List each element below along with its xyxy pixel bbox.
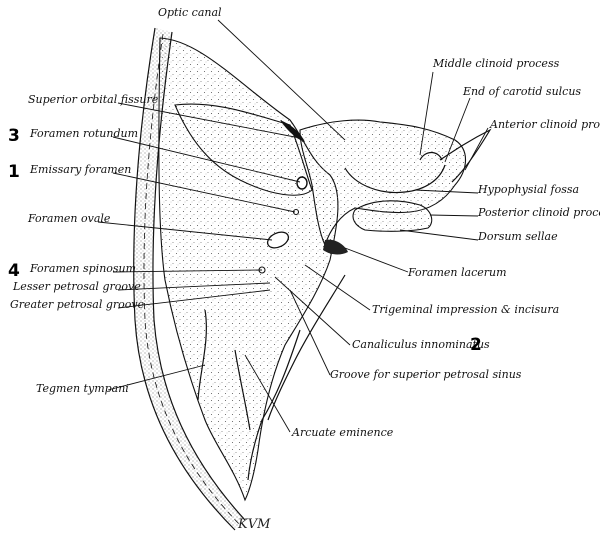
anterior-clinoid: [439, 128, 492, 183]
calvarial-band-fill: [133, 28, 245, 530]
label-foramen-lacerum: Foramen lacerum: [407, 266, 507, 279]
label-foramen-rotundum: Foramen rotundum: [29, 127, 138, 140]
label-greater-petrosal-groove: Greater petrosal groove: [10, 298, 145, 311]
label-end-of-carotid-sulcus: End of carotid sulcus: [462, 85, 581, 98]
label-foramen-spinosum: Foramen spinosum: [29, 262, 136, 275]
label-lesser-petrosal-groove: Lesser petrosal groove: [12, 280, 141, 293]
number-4: 4: [8, 261, 20, 281]
calvarial-dashed: [143, 33, 241, 526]
label-middle-clinoid-process: Middle clinoid process: [432, 57, 560, 70]
label-foramen-ovale: Foramen ovale: [27, 212, 111, 225]
number-2: 2: [470, 335, 482, 355]
foramen-rotundum-hole: [296, 176, 308, 190]
label-canaliculus-innominatus: Canaliculus innominatus: [352, 338, 490, 351]
tegmen-edge: [197, 309, 207, 401]
label-groove-superior-petrosal-sinus: Groove for superior petrosal sinus: [330, 368, 522, 381]
number-1: 1: [8, 162, 20, 182]
label-anterior-clinoid-process: Anterior clinoid process: [489, 118, 600, 131]
number-3: 3: [8, 126, 20, 146]
groove-line: [234, 349, 251, 431]
label-superior-orbital-fissure: Superior orbital fissure: [28, 93, 159, 106]
hypophysial-fossa-shape: [344, 164, 446, 194]
label-hypophysial-fossa: Hypophysial fossa: [477, 183, 579, 196]
artist-signature: KVM: [237, 517, 271, 532]
petrous-ridge: [267, 274, 346, 421]
greater-wing-region: [174, 103, 313, 196]
label-optic-canal: Optic canal: [158, 6, 222, 19]
label-arcuate-eminence: Arcuate eminence: [291, 426, 394, 439]
foramen-ovale-hole: [266, 231, 290, 249]
bone-illustration: [133, 27, 492, 531]
foramen-lacerum-hole: [323, 239, 348, 255]
leader-lines: [97, 19, 489, 433]
arcuate-line: [247, 329, 301, 481]
labels: Optic canal Middle clinoid process End o…: [8, 6, 600, 532]
middle-clinoid-bump: [419, 151, 443, 161]
dorsum-sellae-shape: [352, 200, 433, 232]
label-posterior-clinoid-process: Posterior clinoid process: [477, 206, 600, 219]
label-dorsum-sellae: Dorsum sellae: [477, 230, 558, 243]
label-emissary-foramen: Emissary foramen: [29, 163, 131, 176]
label-tegmen-tympani: Tegmen tympani: [36, 382, 129, 395]
label-trigeminal-impression: Trigeminal impression & incisura: [372, 303, 559, 316]
superior-orbital-fissure-dark: [280, 120, 305, 142]
